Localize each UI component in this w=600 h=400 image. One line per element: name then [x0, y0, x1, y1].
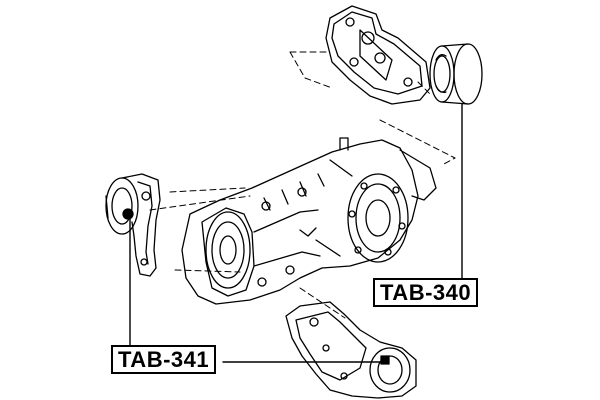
lower-bushing-mount — [285, 301, 417, 399]
leader-lines — [129, 103, 463, 363]
differential-housing — [181, 137, 437, 305]
part-label-tab-341: TAB-341 — [111, 345, 217, 374]
rear-bushing-mount — [429, 43, 483, 105]
upper-mount-bracket — [325, 5, 431, 105]
front-bushing-mount — [105, 173, 161, 277]
part-label-tab-340: TAB-340 — [373, 278, 479, 307]
